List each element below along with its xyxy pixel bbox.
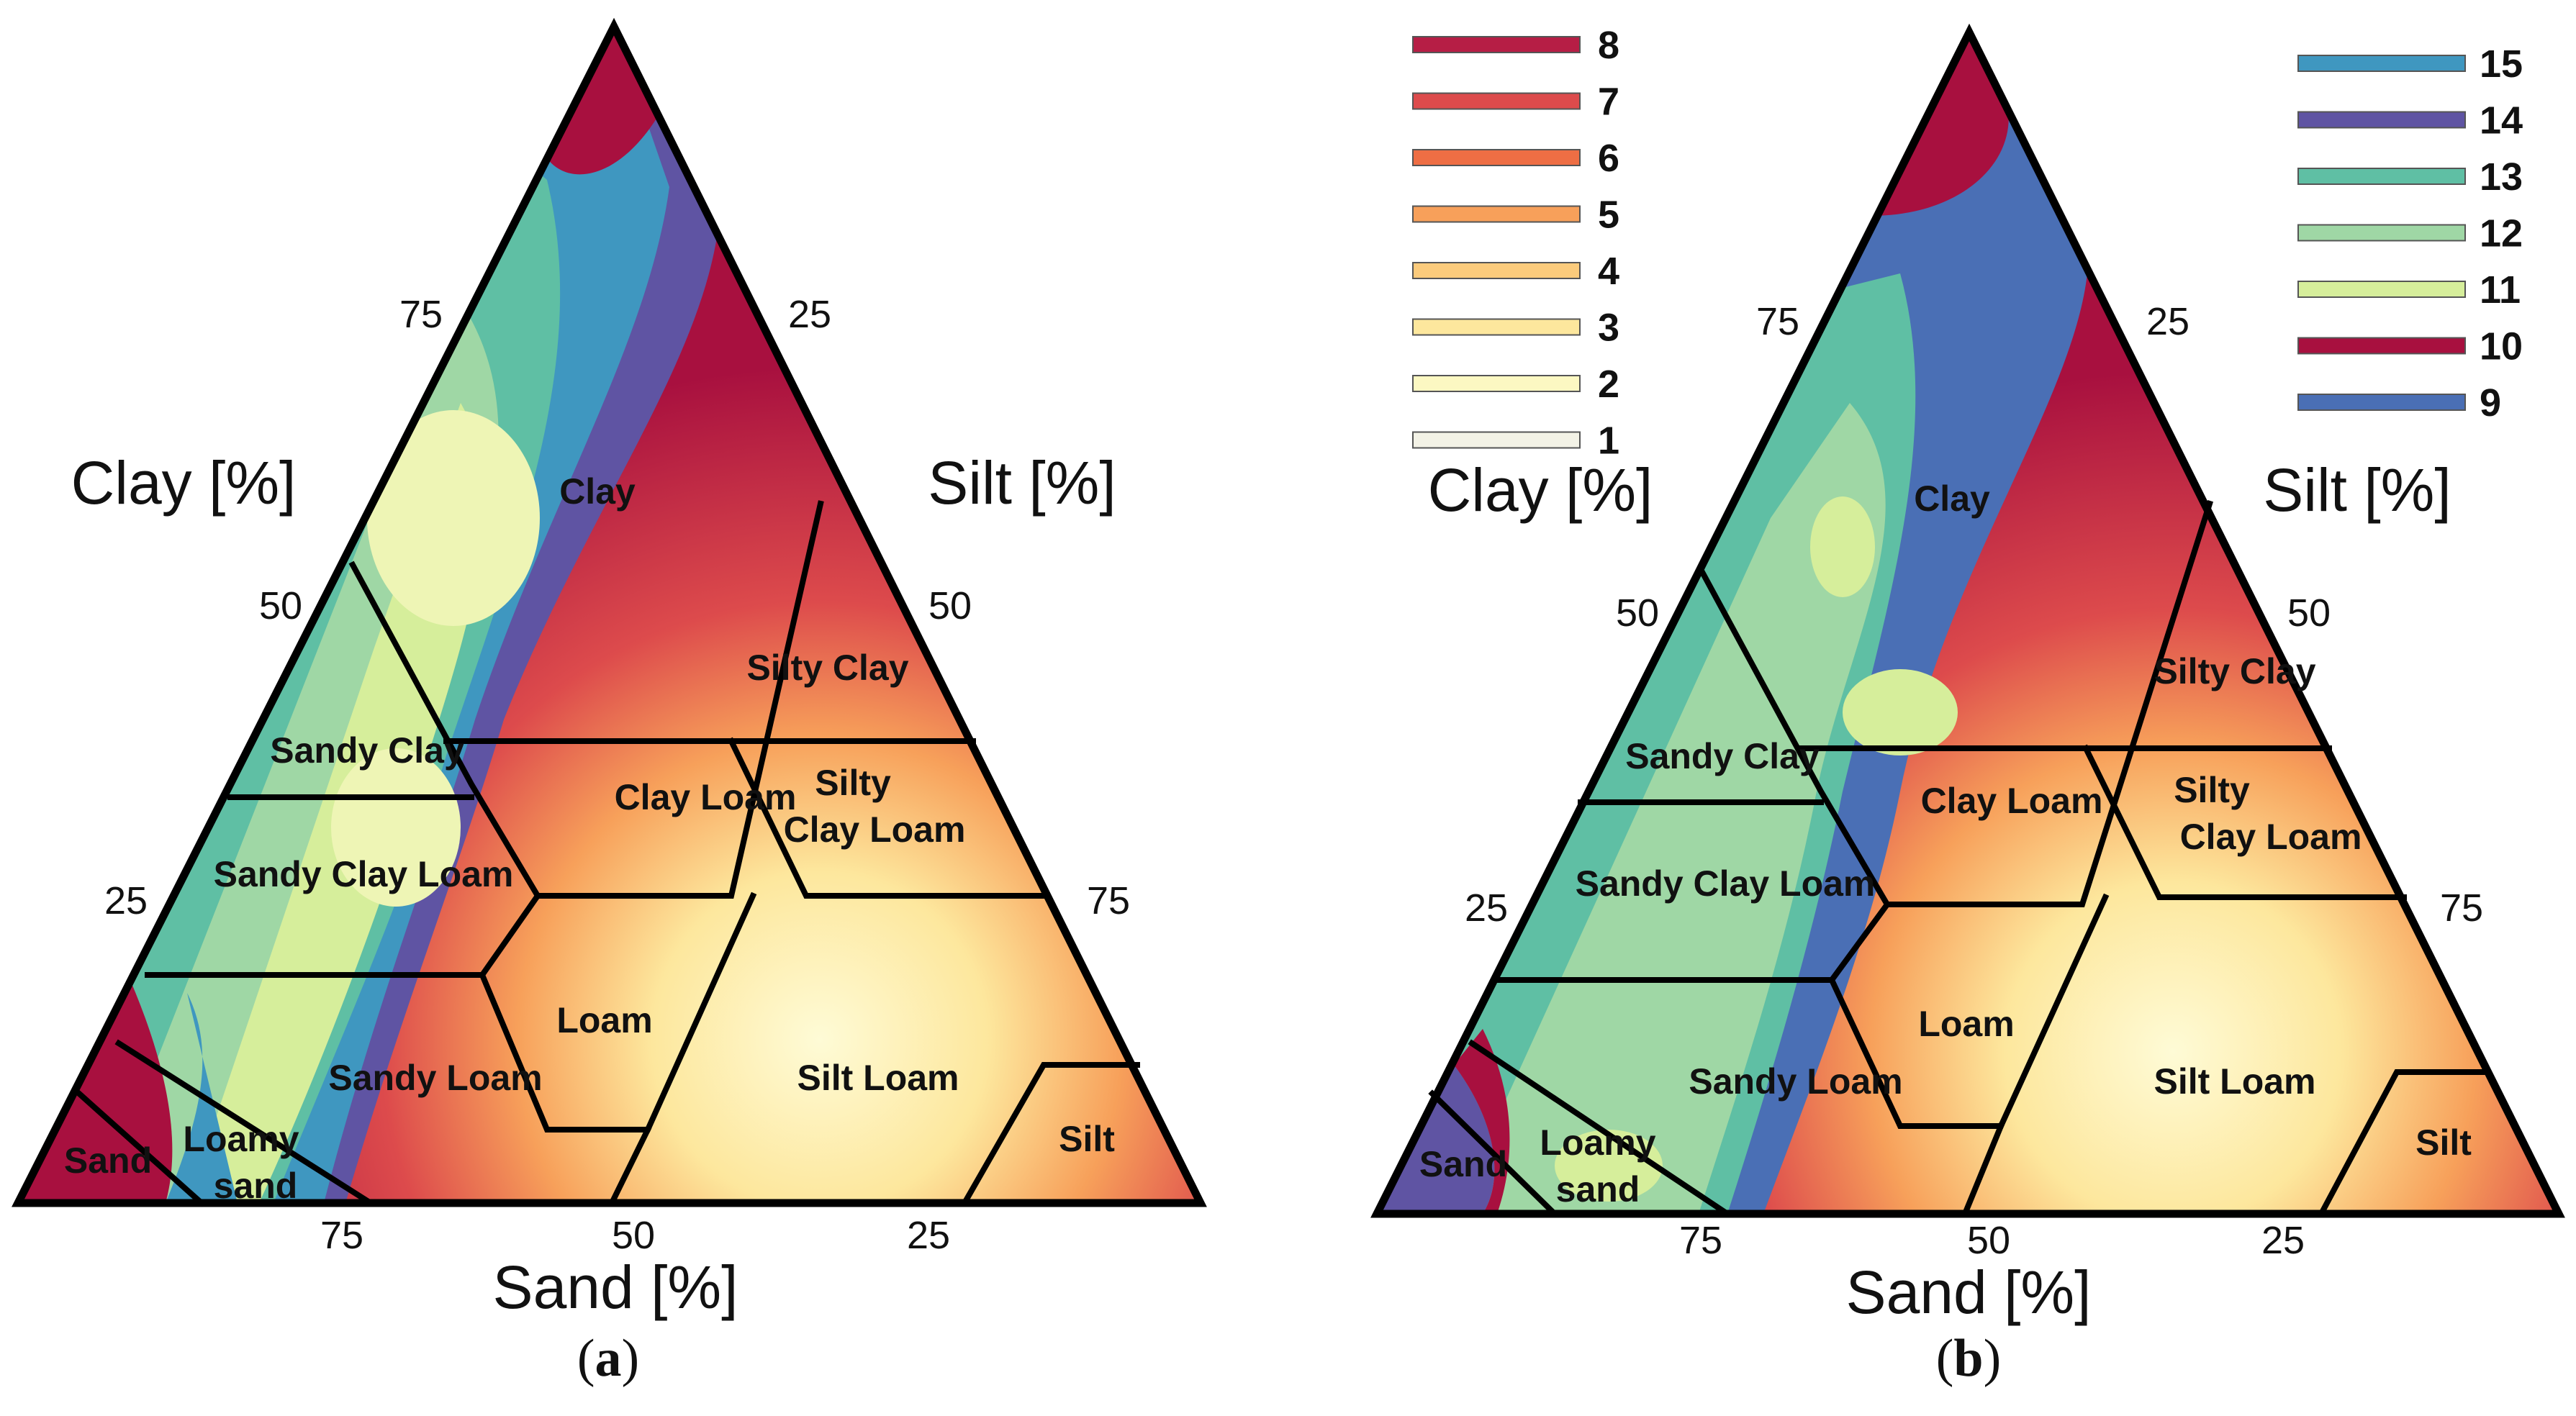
panel-b (1370, 23, 2565, 1218)
panel-a-caption: (a) (577, 1329, 639, 1388)
legend-right-label: 9 (2480, 381, 2501, 425)
panel-b-tick-silt: 75 (2440, 886, 2483, 930)
panel-a-tick-silt: 50 (928, 584, 972, 627)
panel-a-region-label: Silt Loam (797, 1058, 959, 1098)
panel-b-tick-silt: 25 (2146, 300, 2189, 343)
panel-a-tick-sand: 25 (907, 1214, 950, 1257)
panel-b-tick-clay: 75 (1756, 300, 1799, 343)
legend-right-swatch (2297, 55, 2466, 72)
panel-b-tick-clay: 50 (1616, 591, 1659, 635)
panel-b-region-label: Clay Loam (2180, 817, 2362, 857)
panel-b-axis-title-clay: Clay [%] (1428, 456, 1653, 524)
panel-a-axis-title-clay: Clay [%] (71, 449, 297, 517)
legend-left-swatch (1412, 262, 1581, 279)
panel-a-tick-sand: 75 (320, 1214, 363, 1257)
panel-b-region-label: Sandy Clay (1625, 736, 1820, 776)
panel-a-region-label: Clay Loam (615, 777, 797, 817)
panel-a-tick-silt: 25 (788, 293, 831, 336)
legend-left-label: 7 (1598, 81, 1619, 124)
panel-b-tick-sand: 75 (1679, 1219, 1722, 1262)
legends: 8 7 6 5 4 3 2 1 15 14 13 12 11 10 9 (1412, 24, 2523, 463)
panel-b-region-label: Silty (2174, 770, 2250, 810)
panel-b-region-label: Silt (2415, 1122, 2472, 1163)
legend-left-label: 4 (1598, 250, 1619, 293)
panel-b-tick-sand: 50 (1967, 1219, 2010, 1262)
legend-left-swatch (1412, 318, 1581, 336)
panel-b-axis-title-sand: Sand [%] (1846, 1258, 2092, 1326)
panel-b-region-label: Sandy Loam (1689, 1061, 1902, 1102)
legend-left-swatch (1412, 92, 1581, 110)
panel-b-tick-silt: 50 (2287, 591, 2331, 635)
panel-b-region-label: Sand (1419, 1144, 1507, 1184)
legend-right-swatch (2297, 394, 2466, 411)
panel-a-class-boundaries (75, 500, 1140, 1207)
legend-right-swatch (2297, 281, 2466, 298)
legend-right-label: 10 (2480, 325, 2523, 368)
legend-left-label: 3 (1598, 307, 1619, 350)
panel-a-region-label: sand (214, 1166, 298, 1206)
panel-b-tick-clay: 25 (1465, 886, 1508, 930)
legend-left-swatch (1412, 205, 1581, 223)
text-labels: Clay [%] Silt [%] Sand [%] 75 50 25 25 50 75 75 50… (64, 293, 2483, 1388)
panel-a-region-label: Silty Clay (746, 648, 908, 688)
legend-right-label: 14 (2480, 99, 2523, 142)
panel-a-region-label: Clay Loam (784, 809, 966, 850)
panel-a-tick-clay: 25 (104, 879, 148, 922)
panel-a-tick-clay: 50 (259, 584, 302, 627)
panel-a-region-label: Silt (1059, 1119, 1115, 1159)
panel-a-region-label: Sand (64, 1140, 152, 1181)
legend-left-label: 6 (1598, 137, 1619, 180)
panel-b-axis-title-silt: Silt [%] (2263, 456, 2451, 524)
panel-a-region-label: Clay (559, 471, 636, 512)
legend-left-swatch (1412, 431, 1581, 449)
panel-b-region-label: Silty Clay (2154, 651, 2315, 691)
panel-a-region-label: Loamy (183, 1119, 299, 1159)
legend-right-swatch (2297, 168, 2466, 185)
legend-left-label: 5 (1598, 194, 1619, 237)
panel-b-region-label: Silt Loam (2154, 1061, 2315, 1102)
legend-right-swatch (2297, 337, 2466, 355)
panel-b-region-label: sand (1556, 1169, 1640, 1210)
legend-left-label: 8 (1598, 24, 1619, 67)
panel-b-region-label: Loamy (1540, 1122, 1655, 1163)
panel-a-tick-silt: 75 (1087, 879, 1130, 922)
legend-right-swatch (2297, 111, 2466, 129)
panel-a-region-label: Sandy Clay (270, 730, 464, 771)
panel-a-tick-clay: 75 (399, 293, 443, 336)
panel-a-axis-title-silt: Silt [%] (928, 449, 1116, 517)
panel-b-tick-sand: 25 (2261, 1219, 2305, 1262)
legend-right-label: 13 (2480, 155, 2523, 199)
legend-left-swatch (1412, 375, 1581, 392)
panel-b-color-field (1377, 32, 2559, 1214)
legend-left-label: 2 (1598, 363, 1619, 406)
legend-left-swatch (1412, 36, 1581, 53)
legend-left-label: 1 (1598, 419, 1619, 463)
panel-a-region-label: Sandy Clay Loam (214, 854, 514, 894)
legend-right-label: 12 (2480, 212, 2523, 255)
panel-b-region-label: Loam (1918, 1004, 2014, 1044)
panel-a-region-label: Loam (556, 1000, 652, 1040)
legend-right-swatch (2297, 224, 2466, 242)
panel-b-region-label: Sandy Clay Loam (1576, 863, 1876, 904)
panel-a-region-label: Sandy Loam (328, 1058, 542, 1098)
panel-a-region-label: Silty (815, 763, 891, 803)
panel-a-axis-title-sand: Sand [%] (493, 1253, 738, 1321)
legend-left-swatch (1412, 149, 1581, 166)
legend-right-label: 15 (2480, 42, 2523, 86)
panel-b-class-boundaries (1428, 499, 2490, 1218)
panel-b-region-label: Clay (1914, 478, 1990, 519)
panel-a-tick-sand: 50 (612, 1214, 655, 1257)
panel-b-region-label: Clay Loam (1921, 781, 2103, 821)
legend-right-label: 11 (2480, 268, 2521, 312)
panel-b-caption: (b) (1936, 1329, 2001, 1388)
